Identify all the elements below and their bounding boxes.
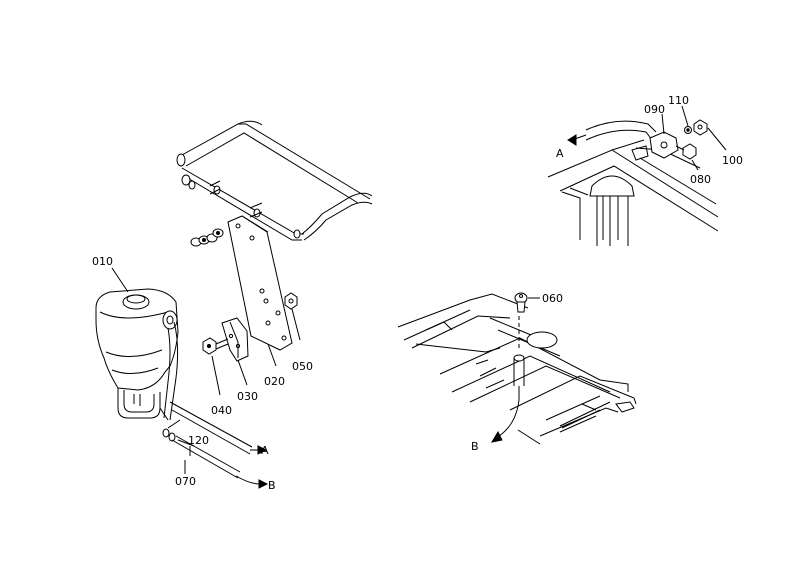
nut-050-icon	[284, 292, 298, 310]
hose-120-to-a	[162, 401, 253, 455]
chassis-inset	[397, 292, 637, 445]
label-120: 120	[188, 434, 209, 447]
pipe-clamp-inset	[547, 119, 719, 246]
label-010: 010	[92, 255, 113, 268]
ref-b-right: B	[471, 440, 479, 453]
ref-a-right: A	[556, 147, 564, 160]
arrow-to-a-icon	[257, 445, 268, 455]
label-050: 050	[292, 360, 313, 373]
arrow-b-right-icon	[490, 430, 503, 443]
upper-frame-tube	[176, 120, 373, 241]
ref-a-left: A	[261, 444, 269, 457]
arrow-to-b-icon	[258, 479, 269, 489]
label-040: 040	[211, 404, 232, 417]
label-110: 110	[668, 94, 689, 107]
arrow-a-right-icon	[567, 134, 577, 146]
hose-070-to-b	[171, 435, 241, 479]
bracket-plate-020	[227, 215, 293, 351]
label-100: 100	[722, 154, 743, 167]
label-060: 060	[542, 292, 563, 305]
label-070: 070	[175, 475, 196, 488]
reserve-tank-010	[95, 288, 179, 421]
label-030: 030	[237, 390, 258, 403]
bolt-set-icon	[190, 228, 224, 247]
ref-b-left: B	[268, 479, 276, 492]
label-090: 090	[644, 103, 665, 116]
label-080: 080	[690, 173, 711, 186]
bolt-040-icon	[202, 337, 229, 355]
bracket-030-icon	[221, 317, 249, 362]
label-020: 020	[264, 375, 285, 388]
